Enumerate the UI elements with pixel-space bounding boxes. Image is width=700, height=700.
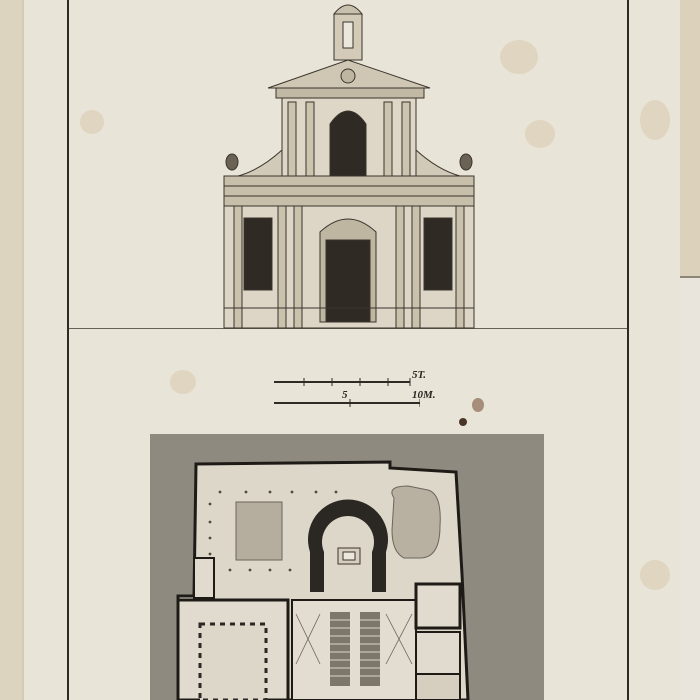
foxing-spot	[525, 120, 555, 148]
facade-elevation	[223, 4, 475, 329]
scale-bars	[274, 378, 420, 407]
adjacent-page-right-top	[680, 0, 700, 278]
foxing-spot	[640, 100, 670, 140]
adjacent-page-left	[0, 0, 22, 700]
frame-right-line	[627, 0, 629, 700]
foxing-spot	[170, 370, 196, 394]
adjacent-page-right-bottom	[680, 278, 700, 700]
page-fold-line	[680, 276, 700, 278]
foxing-spot	[640, 560, 670, 590]
metre-scale-label: 10M.	[412, 389, 436, 401]
page-edge	[22, 0, 24, 700]
metre-scale-mid-label: 5	[342, 389, 348, 401]
toise-scale-label: 5T.	[412, 369, 426, 381]
ink-spot	[472, 398, 484, 412]
ink-spot	[459, 418, 467, 426]
frame-left-line	[67, 0, 69, 700]
foxing-spot	[80, 110, 104, 134]
foxing-spot	[500, 40, 538, 74]
ground-plan	[150, 434, 544, 700]
